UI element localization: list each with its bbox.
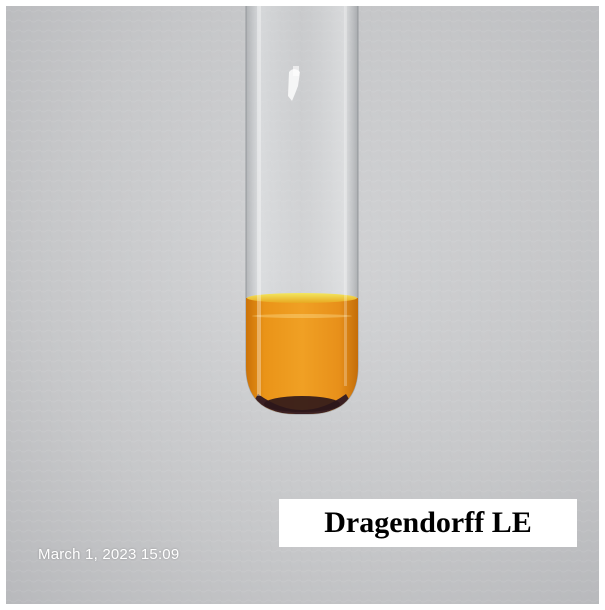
photo-timestamp: March 1, 2023 15:09	[38, 546, 180, 563]
photo	[6, 6, 599, 604]
test-tube-icon	[6, 6, 599, 604]
sample-label-text: Dragendorff LE	[324, 506, 532, 539]
sample-label: Dragendorff LE	[279, 499, 577, 547]
